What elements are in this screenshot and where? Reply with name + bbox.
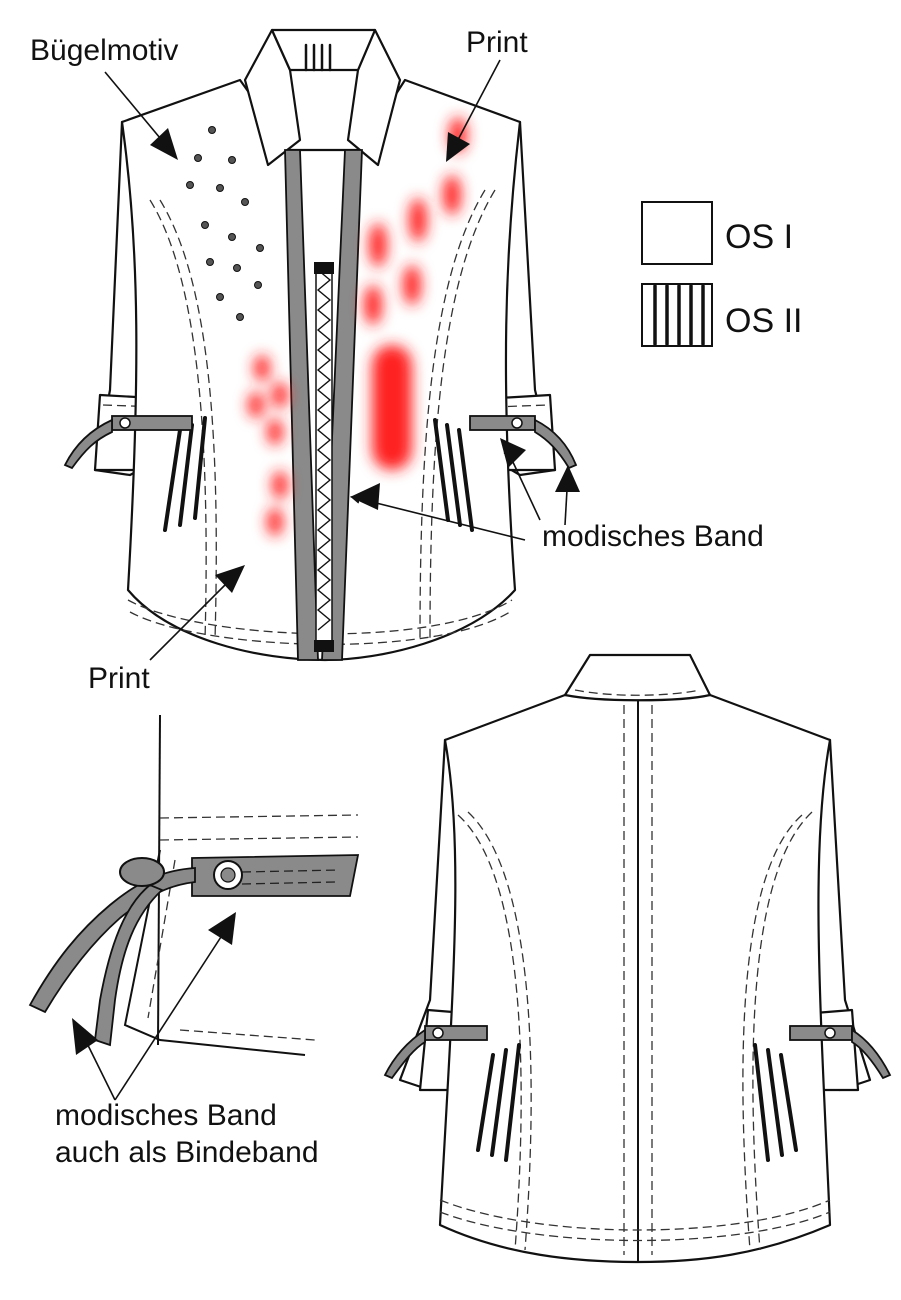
back-right-sleeve-tab: [789, 1025, 892, 1080]
collar-label: [304, 43, 332, 72]
detail-tie-knot: [119, 857, 165, 887]
collar-band: [270, 28, 377, 72]
back-view: [383, 653, 892, 1264]
legend-label-os1: OS I: [725, 218, 793, 256]
front-left-sleeve-tab: [63, 415, 193, 470]
legend-stripes-os2: [653, 284, 705, 346]
label-print-top: Print: [466, 26, 528, 59]
legend-swatch-os1: [641, 201, 713, 265]
label-print-bottom: Print: [88, 662, 150, 695]
label-modisches-band: modisches Band: [542, 520, 764, 553]
back-pleats-right: [753, 1043, 798, 1162]
back-left-sleeve-tab: [383, 1025, 488, 1080]
label-bindeband-line1: modisches Band: [55, 1099, 277, 1132]
back-body: [438, 693, 832, 1264]
back-collar: [563, 653, 712, 702]
detail-cuff-edge: [123, 849, 306, 1056]
zipper-teeth: [316, 269, 332, 631]
label-bindeband-line2: auch als Bindeband: [55, 1136, 319, 1169]
buegelmotiv-dots: [186, 126, 264, 321]
arrow-heads: [72, 128, 580, 1055]
label-buegelmotiv: Bügelmotiv: [30, 34, 178, 67]
front-placket-left: [284, 149, 319, 661]
detail-view: [28, 714, 360, 1056]
legend: OS I OS II: [641, 201, 802, 347]
front-pleats-left: [163, 416, 207, 532]
front-view: [63, 28, 578, 662]
legend-label-os2: OS II: [725, 302, 802, 340]
zipper-pull-bottom: [314, 640, 334, 652]
front-pleats-right: [433, 418, 474, 532]
zipper-pull-top: [314, 262, 334, 274]
front-right-sleeve-tab: [469, 415, 578, 470]
back-pleats-left: [476, 1043, 521, 1162]
